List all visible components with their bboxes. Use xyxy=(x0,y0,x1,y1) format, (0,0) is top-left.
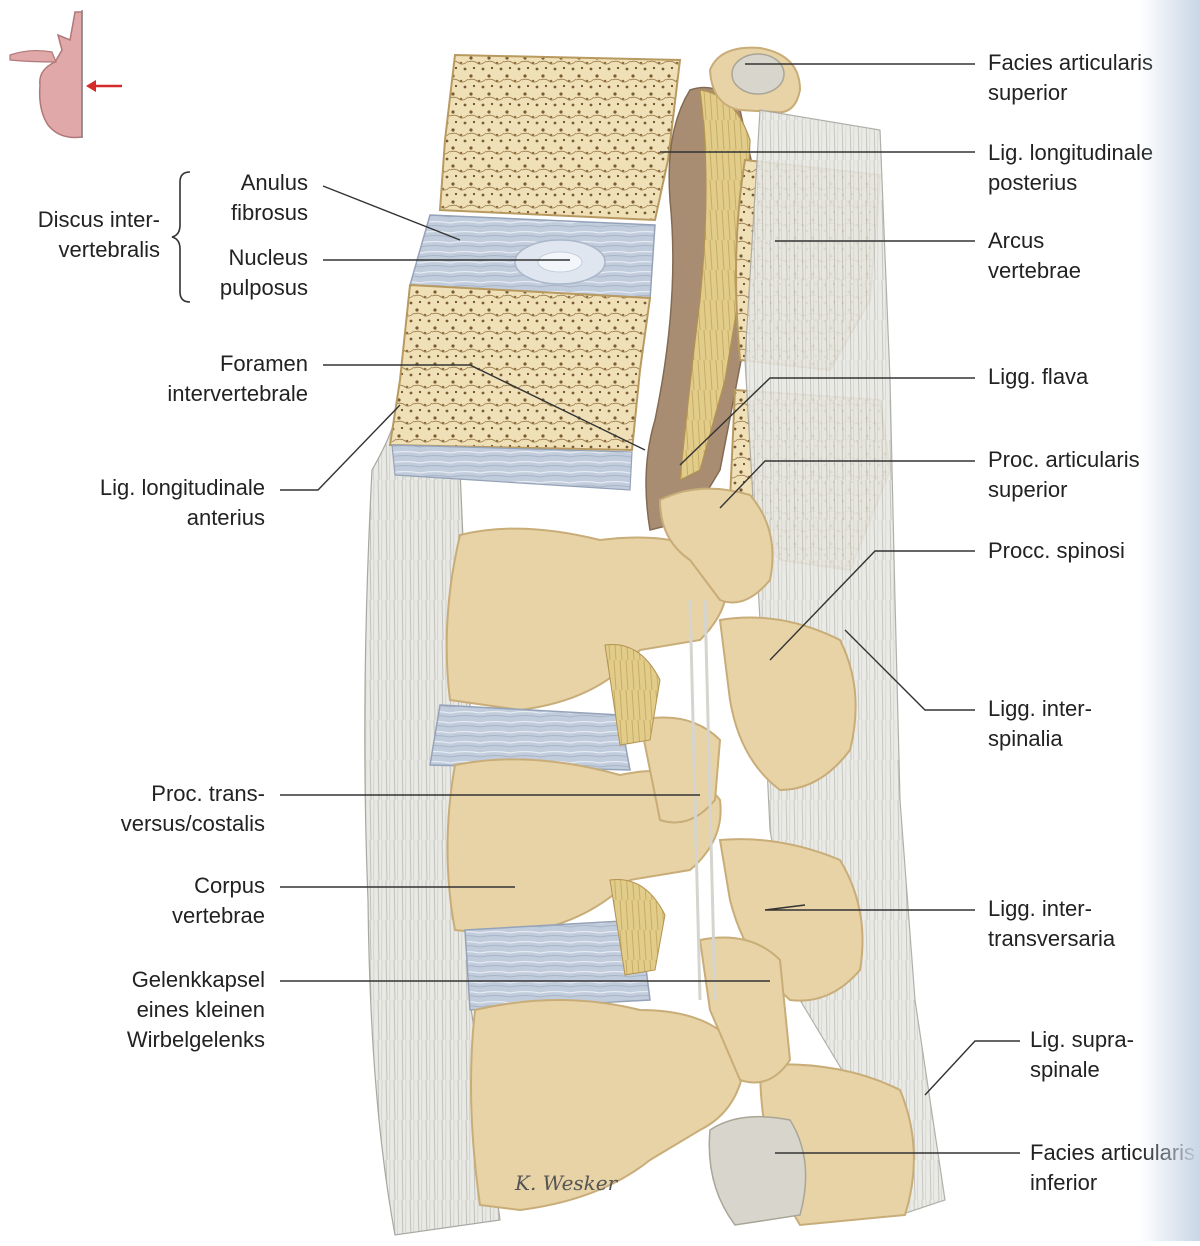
label-ligg-intertransversaria: Ligg. inter-transversaria xyxy=(988,894,1115,954)
label-line: transversaria xyxy=(988,926,1116,951)
label-procc-spinosi: Procc. spinosi xyxy=(988,536,1125,566)
label-line: Arcus xyxy=(988,228,1045,253)
label-line: versus/costalis xyxy=(120,811,265,836)
vertebral-body-intact-3 xyxy=(470,999,747,1212)
label-line: Ligg. inter- xyxy=(988,696,1092,721)
label-foramen: Foramen intervertebrale xyxy=(167,349,308,409)
label-line: vertebrae xyxy=(988,258,1081,283)
facet-cartilage-shape xyxy=(731,53,785,95)
intervertebral-disc-intact-2 xyxy=(464,919,651,1011)
label-nucleus: Nucleus pulposus xyxy=(220,243,308,303)
ligamenta-flava-upper xyxy=(679,89,751,482)
proc-articularis-superior-shape xyxy=(658,487,774,604)
label-line: eines kleinen xyxy=(136,997,265,1022)
leader-anulus xyxy=(322,185,461,241)
leader-ligg-intertransversaria xyxy=(764,904,975,911)
label-line: pulposus xyxy=(219,275,308,300)
orientation-vertebra-icon xyxy=(38,11,83,139)
label-line: Nucleus xyxy=(228,245,308,270)
label-line: spinale xyxy=(1030,1057,1100,1082)
ligamenta-flava-lower-1 xyxy=(604,643,661,746)
label-line: Ligg. inter- xyxy=(988,896,1092,921)
leader-lig-supraspinale xyxy=(924,1040,1020,1096)
label-line: Lig. longitudinale xyxy=(99,475,265,500)
lower-disc-edge-section xyxy=(391,444,633,491)
label-line: Anulus xyxy=(240,170,308,195)
label-line: Corpus xyxy=(194,873,265,898)
discus-brace xyxy=(171,171,191,303)
label-line: Gelenkkapsel xyxy=(131,967,265,992)
label-proc-trans: Proc. trans-versus/costalis xyxy=(121,779,265,839)
leader-ligg-interspinalia xyxy=(844,629,975,711)
label-line: Procc. spinosi xyxy=(988,538,1125,563)
label-line: Ligg. flava xyxy=(988,364,1089,389)
label-ligg-flava: Ligg. flava xyxy=(988,362,1088,392)
vertebral-body-intact-2 xyxy=(446,758,722,937)
intervertebral-disc-intact-1 xyxy=(429,704,631,771)
label-line: vertebrae xyxy=(172,903,265,928)
label-lig-long-ant: Lig. longitudinale anterius xyxy=(100,473,265,533)
vertebral-body-section-1 xyxy=(438,53,682,222)
label-line: intervertebrale xyxy=(167,381,308,406)
label-line: Proc. articularis xyxy=(988,447,1140,472)
label-arcus: Arcus vertebrae xyxy=(988,226,1081,286)
label-proc-art-sup: Proc. articularis superior xyxy=(988,445,1140,505)
label-ligg-interspinalia: Ligg. inter-spinalia xyxy=(988,694,1092,754)
transverse-process-shape xyxy=(638,716,722,824)
leader-lig-long-ant xyxy=(280,404,401,491)
label-line: Lig. supra- xyxy=(1030,1027,1134,1052)
label-line: Proc. trans- xyxy=(151,781,265,806)
label-facies-art-sup: Facies articularis superior xyxy=(988,48,1153,108)
leader-procc-spinosi xyxy=(769,550,975,661)
leader-foramen xyxy=(323,364,646,451)
nucleus-core-shape xyxy=(537,251,583,273)
label-line: Discus inter- xyxy=(37,207,160,232)
label-discus: Discus inter-vertebralis xyxy=(38,205,160,265)
facies-articularis-inferior-shape xyxy=(708,1115,807,1226)
label-line: superior xyxy=(988,80,1068,105)
orientation-arrow-icon xyxy=(86,80,96,92)
joint-capsule-region xyxy=(698,936,792,1084)
label-line: spinalia xyxy=(988,726,1063,751)
label-line: vertebralis xyxy=(58,237,160,262)
leader-proc-art-sup xyxy=(719,460,975,509)
label-line: Foramen xyxy=(219,351,308,376)
label-lig-supraspinale: Lig. supra-spinale xyxy=(1030,1025,1134,1085)
ligamenta-flava-lower-2 xyxy=(609,878,666,976)
label-line: superior xyxy=(988,477,1068,502)
label-line: Wirbelgelenks xyxy=(126,1027,265,1052)
label-corpus: Corpus vertebrae xyxy=(172,871,265,931)
label-line: anterius xyxy=(186,505,265,530)
vertebral-body-intact-1 xyxy=(445,527,728,712)
label-line: posterius xyxy=(988,170,1078,195)
page-edge-shadow xyxy=(1140,0,1200,1241)
intertransverse-ligament-strands xyxy=(688,599,717,1001)
vertebral-body-section-2 xyxy=(388,283,652,452)
artist-signature: K. Wesker xyxy=(514,1171,619,1195)
leader-ligg-flava xyxy=(679,377,975,466)
label-line: fibrosus xyxy=(230,200,308,225)
label-lig-long-post: Lig. longitudinale posterius xyxy=(988,138,1153,198)
spinous-process-lower-1 xyxy=(718,616,857,792)
orientation-process-icon xyxy=(9,49,57,63)
label-line: Facies articularis xyxy=(988,50,1154,75)
label-line: inferior xyxy=(1030,1170,1098,1195)
label-line: Lig. longitudinale xyxy=(988,140,1154,165)
label-anulus: Anulus fibrosus xyxy=(231,168,308,228)
